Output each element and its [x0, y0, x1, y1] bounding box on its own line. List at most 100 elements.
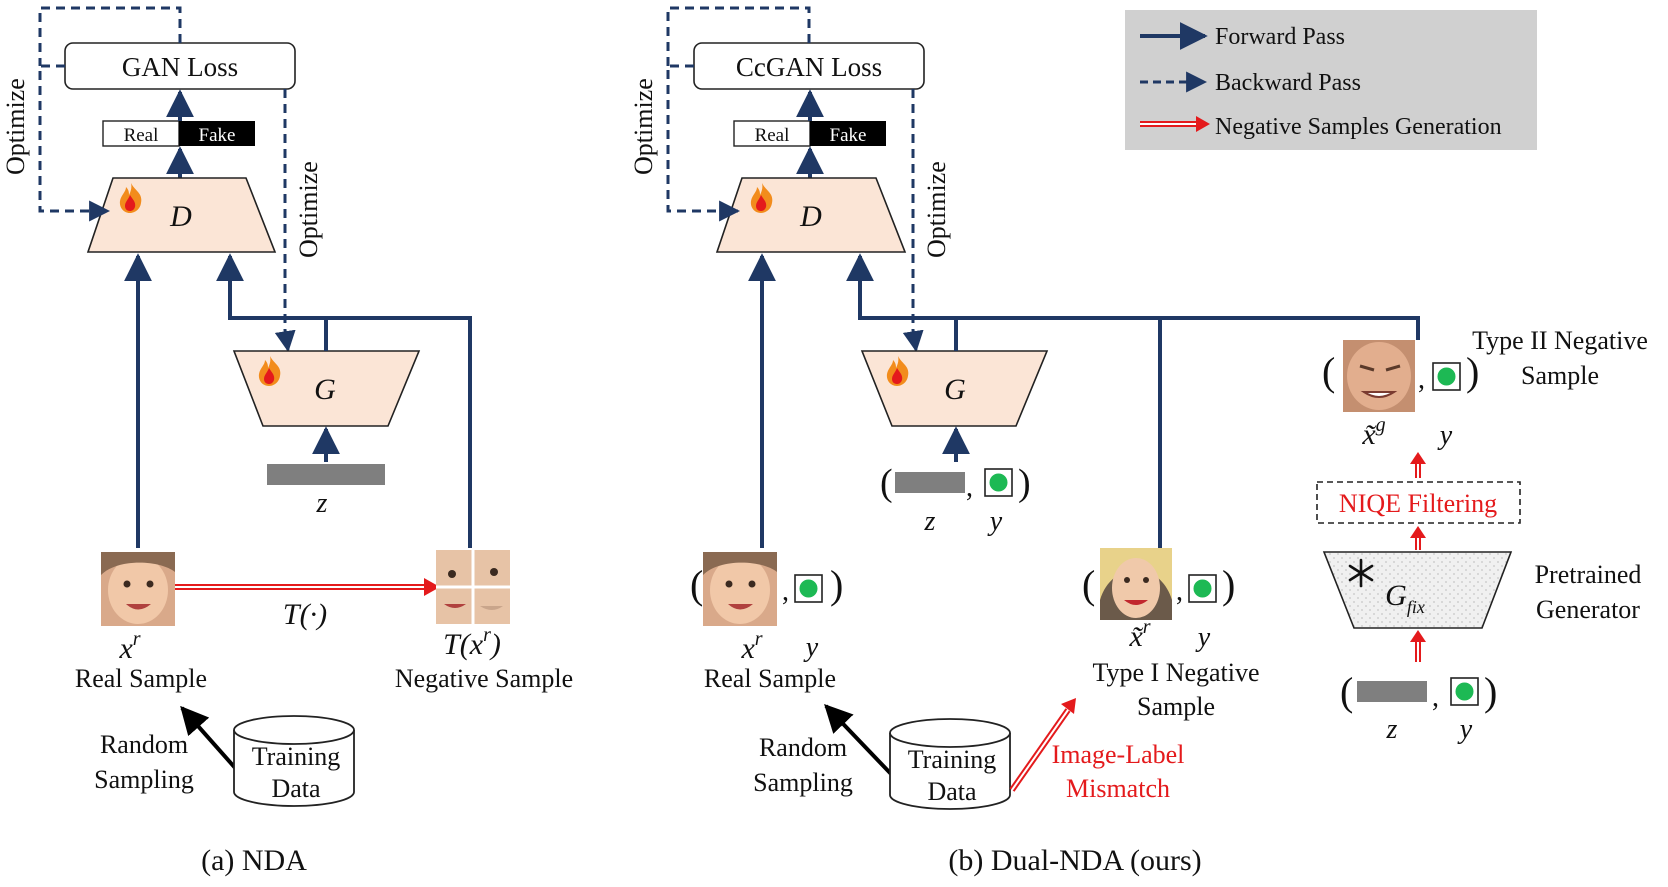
comma: ,: [782, 576, 789, 607]
legend-backward-label: Backward Pass: [1215, 70, 1361, 96]
label-y-label: y: [987, 506, 1003, 537]
real-sample-face-image: [703, 552, 777, 626]
generator-block: [860, 350, 1049, 427]
label-y-label: y: [803, 632, 819, 663]
type2-caption-line2: Sample: [1521, 361, 1599, 390]
negative-sample-caption: Negative Sample: [395, 664, 573, 693]
optimize-g-label: Optimize: [294, 161, 323, 258]
comma: ,: [1418, 364, 1425, 395]
right-paren: ): [1466, 349, 1479, 394]
label-y-dot: [989, 473, 1008, 492]
transform-label: T(·): [283, 598, 327, 631]
random-sampling-arrow: [824, 703, 894, 777]
noise-z-bar: [895, 472, 965, 493]
gfix-to-niqe-red-arrow: [1410, 526, 1426, 550]
type2-x-label: x̃g: [1361, 414, 1385, 451]
optimize-d-label: Optimize: [1, 78, 30, 175]
right-paren: ): [830, 562, 843, 607]
generator-label: G: [944, 373, 966, 406]
random-label: Random: [100, 730, 188, 759]
left-paren: (: [1322, 349, 1335, 394]
snowflake-icon: [1348, 558, 1374, 588]
data-label: Data: [927, 777, 977, 806]
noise-z-bar: [267, 464, 385, 485]
caption-a: (a) NDA: [201, 844, 307, 877]
real-label: Real: [755, 125, 790, 146]
random-sampling-arrow: [180, 705, 239, 772]
type2-generated-face-image: [1343, 340, 1415, 412]
mismatch-label-line1: Image-Label: [1052, 740, 1185, 769]
fake-cell: [810, 121, 886, 146]
real-sample-face-image: [101, 552, 175, 626]
optimize-g-label: Optimize: [922, 161, 951, 258]
training-label: Training: [252, 742, 341, 771]
type1-mismatch-face-image: [1100, 548, 1172, 620]
legend-negative-label: Negative Samples Generation: [1215, 114, 1502, 140]
comma: ,: [1176, 576, 1183, 607]
optimize-d-dashed-arrow: [38, 64, 111, 222]
noise-z-bar: [1357, 681, 1427, 702]
real-x-label: xr: [740, 628, 762, 665]
caption-b: (b) Dual-NDA (ours): [948, 844, 1201, 877]
optimize-g-dashed-arrow: [902, 89, 924, 353]
label-y-dot: [1455, 682, 1474, 701]
right-paren: ): [1018, 462, 1031, 504]
niqe-filter-box: [1316, 481, 1521, 524]
training-data-cylinder: [233, 715, 355, 807]
noise-z-label: z: [924, 506, 936, 537]
pretrained-generator-block: [1322, 551, 1513, 629]
generator-label: G: [314, 373, 336, 406]
right-paren: ): [1222, 562, 1235, 607]
mismatch-red-arrow: [1009, 698, 1076, 792]
panel-b: CcGAN Loss Real Fake D Optimize Optimize…: [629, 6, 1648, 877]
type1-x-label: x̃r: [1128, 616, 1150, 653]
data-label: Data: [271, 774, 321, 803]
discriminator-label: D: [799, 200, 822, 233]
zy-to-gfix-red-arrow: [1410, 630, 1426, 662]
discriminator-label: D: [169, 200, 192, 233]
optimize-g-dashed-arrow: [274, 89, 296, 353]
left-paren: (: [1340, 669, 1353, 714]
comma: ,: [1432, 682, 1439, 713]
type1-caption-line1: Type I Negative: [1092, 658, 1259, 687]
flame-icon: [886, 356, 909, 386]
gan-loss-label: GAN Loss: [122, 52, 238, 82]
mismatch-label-line2: Mismatch: [1066, 774, 1170, 803]
neg-and-fake-to-d-arrow: [216, 253, 472, 548]
flame-icon: [750, 183, 773, 213]
ccgan-loss-label: CcGAN Loss: [736, 52, 882, 82]
optimize-d-label: Optimize: [629, 78, 658, 175]
real-sample-caption: Real Sample: [704, 664, 836, 693]
panel-a: GAN Loss Real Fake D Optimize Optimize G: [1, 6, 573, 877]
noise-z-label: z: [1386, 714, 1398, 745]
noise-z-label: z: [316, 488, 328, 519]
sampling-label: Sampling: [753, 768, 853, 797]
generator-block: [232, 350, 421, 427]
transform-red-arrow: [174, 578, 440, 596]
fake-label: Fake: [199, 125, 236, 146]
real-label: Real: [124, 125, 159, 146]
right-paren: ): [1484, 669, 1497, 714]
label-y-label: y: [1437, 420, 1453, 451]
fake-label: Fake: [830, 125, 867, 146]
niqe-filter-label: NIQE Filtering: [1339, 489, 1497, 518]
type2-caption-line1: Type II Negative: [1472, 326, 1648, 355]
random-label: Random: [759, 733, 847, 762]
augmented-negative-face-image: [436, 550, 510, 624]
optimize-d-dashed-arrow: [666, 64, 741, 222]
flame-icon: [119, 183, 142, 213]
label-y-label: y: [1457, 714, 1473, 745]
transformed-label: T(xr): [443, 624, 501, 661]
left-paren: (: [1082, 562, 1095, 607]
real-x-label: xr: [118, 628, 140, 665]
left-paren: (: [880, 462, 893, 504]
left-paren: (: [690, 562, 703, 607]
comma: ,: [966, 472, 973, 503]
real-cell: [102, 120, 180, 147]
label-y-dot: [1193, 579, 1212, 598]
training-label: Training: [908, 745, 997, 774]
samples-to-d-arrow: [846, 253, 1420, 340]
training-data-cylinder: [889, 718, 1011, 810]
legend-forward-label: Forward Pass: [1215, 24, 1345, 50]
pretrained-label-line1: Pretrained: [1535, 560, 1642, 589]
